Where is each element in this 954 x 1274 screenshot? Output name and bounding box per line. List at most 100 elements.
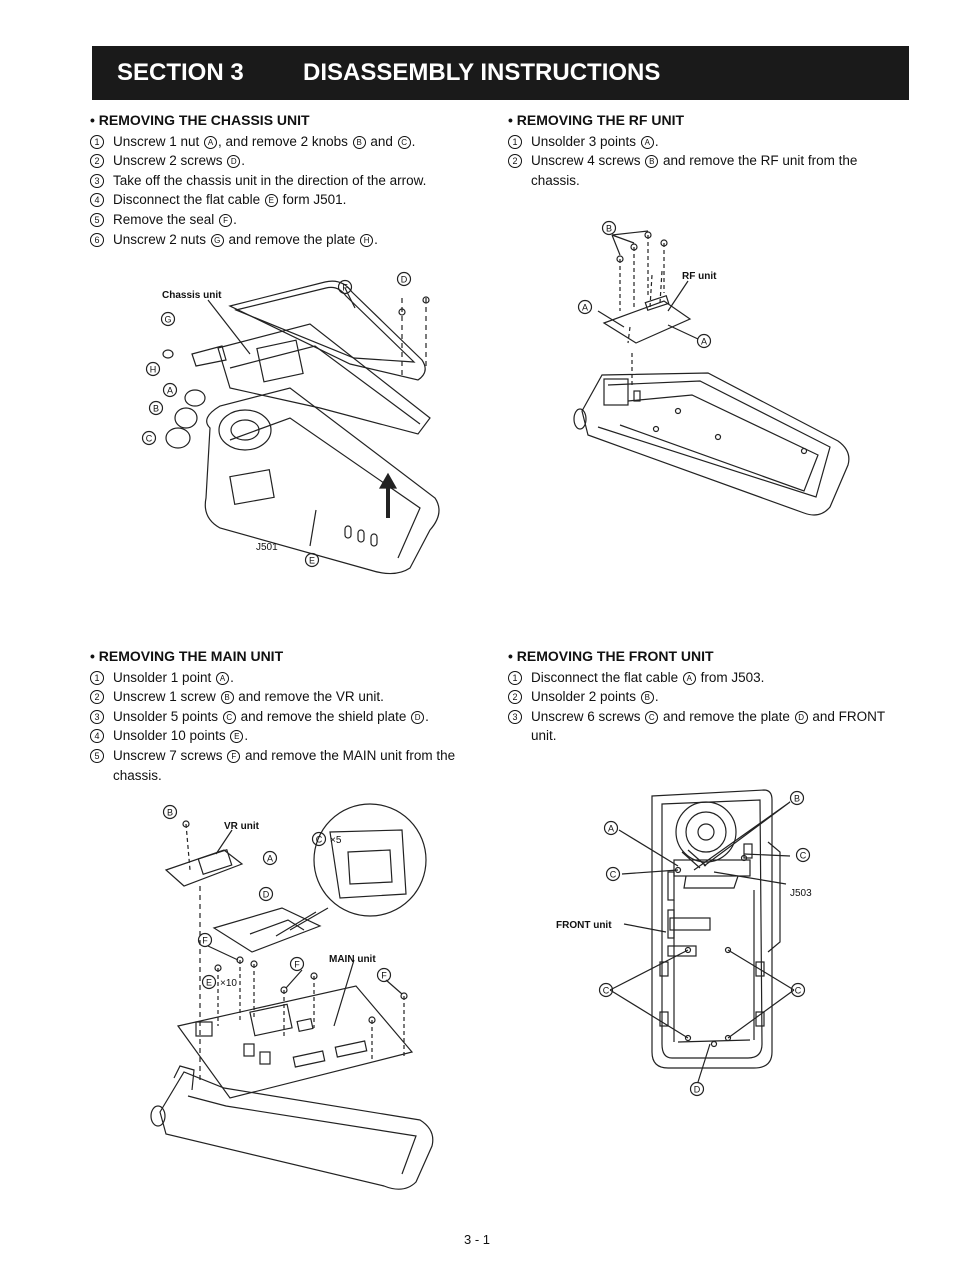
section-header: SECTION 3 DISASSEMBLY INSTRUCTIONS xyxy=(92,46,909,100)
circled-letter: B xyxy=(640,691,654,705)
j503-label: J503 xyxy=(790,888,812,899)
front-unit-label: FRONT unit xyxy=(556,920,612,931)
j501-label: J501 xyxy=(256,542,278,553)
step-item: 2 Unscrew 1 screw B and remove the VR uni… xyxy=(90,687,490,707)
section-number: SECTION 3 xyxy=(117,59,244,86)
vr-unit-label: VR unit xyxy=(224,821,260,832)
step-text: Unscrew 1 screw B and remove the VR unit… xyxy=(113,689,384,705)
callout-f: F xyxy=(342,283,348,293)
main-callout-f3: F xyxy=(381,971,387,981)
step-text: Unsolder 2 points B. xyxy=(531,689,659,705)
rf-unit-label: RF unit xyxy=(682,271,717,282)
front-callout-b: B xyxy=(794,794,800,804)
circled-letter: A xyxy=(216,671,230,685)
rf-heading: • REMOVING THE RF UNIT xyxy=(508,112,685,128)
step-text: Unscrew 2 screws D. xyxy=(113,153,246,169)
circled-letter: C xyxy=(222,710,236,724)
step-number: 2 xyxy=(90,154,104,169)
chassis-heading: • REMOVING THE CHASSIS UNIT xyxy=(90,112,310,128)
main-callout-e: E xyxy=(206,978,212,988)
callout-d: D xyxy=(401,275,408,285)
callout-e: E xyxy=(309,556,315,566)
circled-letter: D xyxy=(411,710,425,724)
rf-section: • REMOVING THE RF UNIT 1 Unsolder 3 point… xyxy=(508,111,908,190)
main-section: • REMOVING THE MAIN UNIT 1 Unsolder 1 poi… xyxy=(90,647,490,785)
front-callout-c4: C xyxy=(795,986,802,996)
step-number: 2 xyxy=(508,690,522,705)
front-diagram: FRONT unit J503 B A C C C C D xyxy=(556,789,812,1097)
rf-callout-a-left: A xyxy=(582,303,588,313)
step-text: Disconnect the flat cable E form J501. xyxy=(113,192,347,208)
main-steps: 1 Unsolder 1 point A. 2 Unscrew 1 screw B a… xyxy=(90,668,490,786)
step-item: 5 Remove the seal F. xyxy=(90,210,490,230)
step-item: 1 Unsolder 3 points A. xyxy=(508,132,908,152)
step-text: Disconnect the flat cable A from J503. xyxy=(531,669,765,685)
step-number: 2 xyxy=(508,154,522,169)
step-item: 2 Unscrew 4 screws B and remove the RF un… xyxy=(508,151,908,190)
callout-a: A xyxy=(167,386,173,396)
front-callout-c2: C xyxy=(610,870,617,880)
main-callout-d: D xyxy=(263,890,270,900)
step-number: 1 xyxy=(508,670,522,685)
section-title: DISASSEMBLY INSTRUCTIONS xyxy=(303,59,661,86)
step-text: Unscrew 6 screws C and remove the plate … xyxy=(531,708,885,744)
step-item: 1 Disconnect the flat cable A from J503. xyxy=(508,668,913,688)
step-text: Unscrew 2 nuts G and remove the plate H. xyxy=(113,231,378,247)
front-section: • REMOVING THE FRONT UNIT 1 Disconnect th… xyxy=(508,647,913,746)
chassis-unit-label: Chassis unit xyxy=(162,290,222,301)
circled-letter: D xyxy=(227,155,241,169)
rf-diagram: RF unit B A A xyxy=(573,220,850,516)
step-item: 2 Unsolder 2 points B. xyxy=(508,687,913,707)
circled-letter: F xyxy=(219,213,233,227)
step-number: 5 xyxy=(90,748,104,763)
page-number: 3 - 1 xyxy=(463,1232,490,1247)
circled-letter: H xyxy=(360,233,374,247)
step-number: 1 xyxy=(90,670,104,685)
circled-letter: A xyxy=(682,671,696,685)
step-text: Remove the seal F. xyxy=(113,211,237,227)
rf-callout-a-right: A xyxy=(701,337,707,347)
circled-letter: B xyxy=(352,135,366,149)
step-number: 3 xyxy=(508,709,522,724)
times5-label: ×5 xyxy=(330,835,342,846)
step-item: 2 Unscrew 2 screws D. xyxy=(90,151,490,171)
step-number: 3 xyxy=(90,173,104,188)
step-text: Take off the chassis unit in the directi… xyxy=(113,172,427,188)
main-callout-f2: F xyxy=(294,960,300,970)
step-text: Unscrew 1 nut A, and remove 2 knobs B an… xyxy=(113,133,416,149)
main-unit-label: MAIN unit xyxy=(329,954,376,965)
circled-letter: D xyxy=(794,710,808,724)
callout-h: H xyxy=(150,365,157,375)
main-heading: • REMOVING THE MAIN UNIT xyxy=(90,648,284,664)
front-callout-d: D xyxy=(694,1085,701,1095)
step-text: Unsolder 5 points C and remove the shiel… xyxy=(113,708,429,724)
step-text: Unsolder 1 point A. xyxy=(113,669,234,685)
step-text: Unsolder 3 points A. xyxy=(531,133,659,149)
main-callout-c: C xyxy=(316,835,323,845)
circled-letter: C xyxy=(645,710,659,724)
step-number: 5 xyxy=(90,212,104,227)
rf-steps: 1 Unsolder 3 points A. 2 Unscrew 4 screws B… xyxy=(508,132,908,191)
circled-letter: F xyxy=(227,749,241,763)
circled-letter: A xyxy=(640,135,654,149)
step-number: 2 xyxy=(90,690,104,705)
front-heading: • REMOVING THE FRONT UNIT xyxy=(508,648,714,664)
step-number: 4 xyxy=(90,729,104,744)
front-callout-c3: C xyxy=(603,986,610,996)
main-callout-a: A xyxy=(267,854,273,864)
circled-letter: A xyxy=(204,135,218,149)
step-number: 6 xyxy=(90,232,104,247)
circled-letter: B xyxy=(220,691,234,705)
main-callout-f1: F xyxy=(202,936,208,946)
circled-letter: E xyxy=(264,194,278,208)
chassis-diagram: Chassis unit J501 G H A B C F D E xyxy=(141,271,440,575)
step-number: 1 xyxy=(508,134,522,149)
circled-letter: B xyxy=(645,155,659,169)
step-text: Unscrew 4 screws B and remove the RF uni… xyxy=(531,153,858,188)
